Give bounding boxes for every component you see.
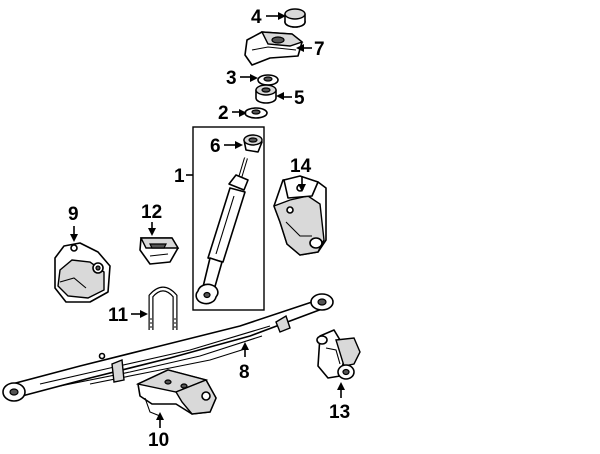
callout-8: 8 <box>239 362 250 383</box>
part-5-bushing <box>255 84 277 104</box>
callout-11: 11 <box>108 305 129 326</box>
callout-9: 9 <box>68 204 79 225</box>
callout-3: 3 <box>226 68 237 89</box>
callout-14: 14 <box>290 156 312 177</box>
part-13-shackle <box>316 329 361 380</box>
part-10-spring-plate <box>135 369 217 417</box>
callout-12: 12 <box>141 202 162 223</box>
callout-5: 5 <box>294 88 305 109</box>
callout-2: 2 <box>218 103 229 124</box>
part-12-bump-stop <box>139 237 180 265</box>
part-9-bracket <box>54 242 111 303</box>
part-11-u-bolt <box>148 286 178 330</box>
callout-6: 6 <box>210 136 221 157</box>
leader-lines <box>70 12 345 428</box>
part-6-insulator <box>243 134 263 153</box>
part-2-washer <box>244 107 268 119</box>
callout-1: 1 <box>174 166 185 187</box>
callout-10: 10 <box>148 430 169 451</box>
part-3-washer <box>257 74 279 86</box>
callout-4: 4 <box>251 7 262 28</box>
callout-7: 7 <box>314 39 325 60</box>
part-1-shock-absorber <box>195 157 249 305</box>
part-7-mount-bracket <box>244 31 304 66</box>
part-1-group-box <box>192 126 265 311</box>
part-8-leaf-spring <box>2 293 334 402</box>
callout-13: 13 <box>329 402 350 423</box>
part-4-bushing <box>284 8 306 28</box>
